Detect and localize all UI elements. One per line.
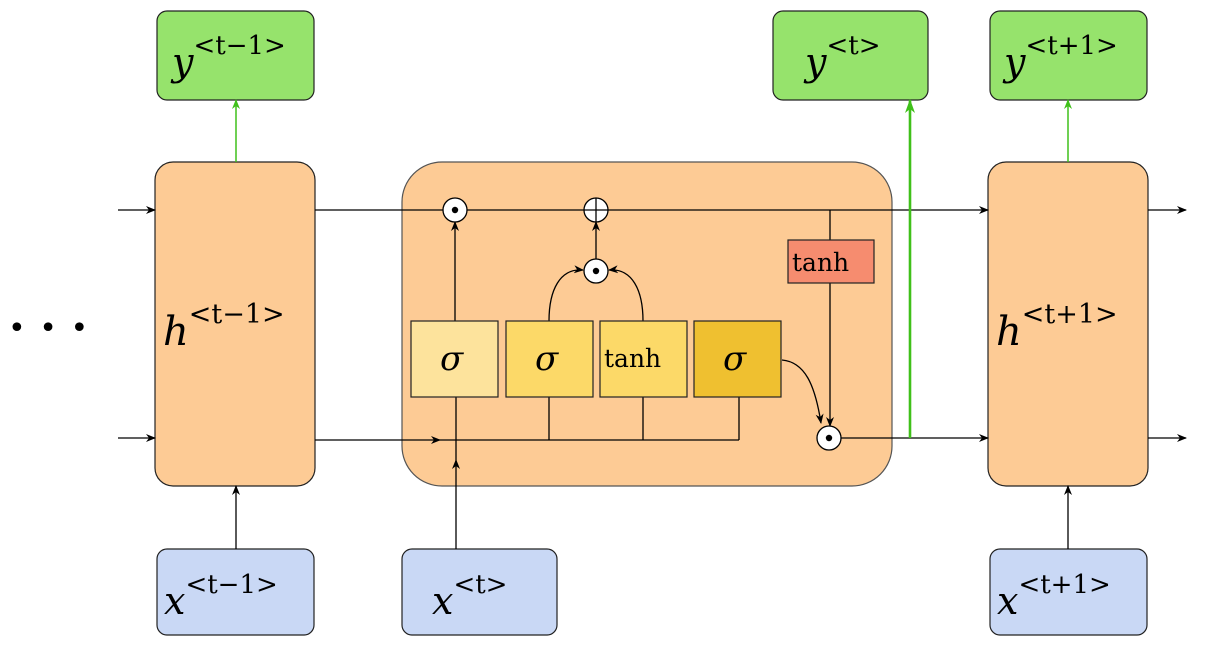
output-y-next: y<t+1> xyxy=(989,10,1148,101)
forget-gate: σ xyxy=(410,320,499,398)
svg-text:σ: σ xyxy=(440,339,464,379)
input-gate: σ xyxy=(505,320,594,398)
svg-text:σ: σ xyxy=(723,339,747,379)
candidate-gate: tanh xyxy=(599,320,688,398)
wire-candidate-arc xyxy=(608,265,644,322)
svg-text:x<t>: x<t> xyxy=(432,570,507,623)
svg-text:tanh: tanh xyxy=(792,248,849,277)
svg-text:h<t+1>: h<t+1> xyxy=(996,299,1118,355)
cell-add-op xyxy=(583,197,609,223)
input-multiply-op xyxy=(583,258,609,284)
svg-text:tanh: tanh xyxy=(604,344,661,373)
forget-multiply-op xyxy=(442,197,468,223)
svg-text:y<t>: y<t> xyxy=(803,31,881,84)
hidden-state-next: h<t+1> xyxy=(987,161,1149,487)
svg-text:x<t−1>: x<t−1> xyxy=(164,570,278,623)
output-multiply-op xyxy=(816,425,842,451)
output-y-t: y<t> xyxy=(772,10,929,101)
input-x-t: x<t> xyxy=(401,548,558,636)
input-x-next: x<t+1> xyxy=(989,548,1148,636)
ellipsis: • • • xyxy=(8,311,90,346)
svg-text:y<t+1>: y<t+1> xyxy=(1002,31,1118,84)
cell-tanh-box: tanh xyxy=(787,239,875,284)
wire-output-gate-arc xyxy=(781,359,824,424)
input-x-prev: x<t−1> xyxy=(156,548,315,636)
wire-input-gate-arc xyxy=(548,265,584,322)
svg-text:h<t−1>: h<t−1> xyxy=(163,299,285,355)
svg-text:x<t+1>: x<t+1> xyxy=(997,570,1111,623)
svg-text:y<t−1>: y<t−1> xyxy=(170,31,286,84)
output-gate: σ xyxy=(693,320,782,398)
hidden-state-prev: h<t−1> xyxy=(154,161,316,487)
output-y-prev: y<t−1> xyxy=(156,10,315,101)
svg-text:σ: σ xyxy=(535,339,559,379)
